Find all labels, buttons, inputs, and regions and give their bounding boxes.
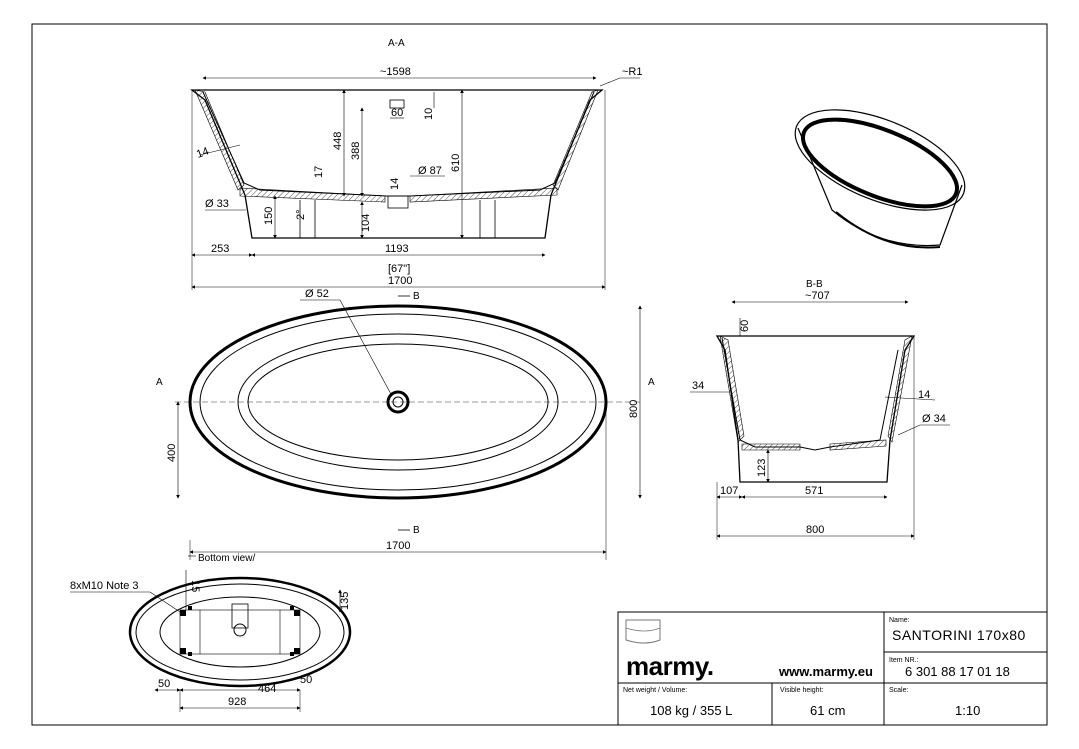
- dim-800-bb: 800: [806, 524, 824, 536]
- sheet-border: [31, 23, 1048, 726]
- dim-15: 15: [189, 580, 201, 592]
- section-a-marker-left: A: [156, 377, 163, 388]
- section-aa-label: A-A: [388, 38, 405, 49]
- height-value: 61 cm: [810, 703, 845, 718]
- dim-571: 571: [805, 485, 823, 497]
- dim-150: 150: [263, 207, 275, 225]
- dim-50-left: 50: [158, 678, 170, 690]
- dim-800-top: 800: [628, 400, 640, 418]
- top-view: Ø 52 B B A A 400 800 1700: [156, 288, 655, 560]
- dim-14-bb: 14: [918, 389, 930, 401]
- dim-diameter-87: Ø 87: [418, 165, 442, 177]
- dim-60-aa: 60: [391, 107, 403, 119]
- dim-14-wall: 14: [195, 145, 211, 160]
- section-b-marker-bottom: B: [413, 525, 420, 536]
- dim-707: ~707: [805, 290, 830, 302]
- section-aa-view: A-A ~1598 ~R1 60 10 448 388 610 17: [190, 38, 643, 290]
- dim-60-bb: 60: [739, 320, 751, 332]
- dim-10-aa: 10: [423, 108, 435, 120]
- bottom-view: Bottom view/ 8xM10 Note 3 15 135 50 464 …: [70, 553, 352, 712]
- height-label: Visible height:: [780, 687, 824, 694]
- dim-928: 928: [228, 696, 246, 708]
- dim-1700-top: 1700: [386, 540, 410, 552]
- bolt-note: 8xM10 Note 3: [70, 580, 138, 592]
- iso-view: [794, 109, 966, 249]
- dim-610: 610: [450, 154, 462, 172]
- dim-253: 253: [211, 243, 229, 255]
- scale-label: Scale:: [889, 687, 909, 694]
- title-block: marmy. www.marmy.eu Name: SANTORINI 170x…: [617, 611, 1048, 726]
- dim-diameter-34: Ø 34: [922, 413, 946, 425]
- dim-2deg: 2°: [295, 209, 307, 220]
- dim-123: 123: [756, 459, 768, 477]
- item-number: 6 301 88 17 01 18: [905, 664, 1010, 679]
- dim-17: 17: [313, 166, 325, 178]
- weight-value: 108 kg / 355 L: [650, 703, 732, 718]
- dim-34-wall: 34: [692, 380, 704, 392]
- dim-diameter-33: Ø 33: [205, 198, 229, 210]
- product-name: SANTORINI 170x80: [892, 627, 1026, 643]
- brand-name: marmy.: [626, 651, 714, 681]
- dim-400: 400: [166, 444, 178, 462]
- dim-1700-aa: 1700: [388, 275, 412, 287]
- section-bb-label: B-B: [806, 279, 823, 290]
- item-label: Item NR.:: [889, 657, 919, 664]
- dim-388: 388: [350, 142, 362, 160]
- dim-107: 107: [720, 485, 738, 497]
- dim-14-drain: 14: [389, 178, 401, 190]
- dim-1193: 1193: [385, 243, 409, 255]
- weight-label: Net weight / Volume:: [623, 687, 687, 694]
- dim-50-right: 50: [300, 674, 312, 686]
- dim-radius: ~R1: [622, 66, 643, 78]
- dim-448: 448: [332, 132, 344, 150]
- section-b-marker-top: B: [413, 291, 420, 302]
- dim-diameter-52: Ø 52: [305, 288, 329, 300]
- section-bb-view: B-B ~707 60 34 14 Ø 34 123 107 571 800: [690, 279, 950, 540]
- website: www.marmy.eu: [778, 664, 873, 679]
- brand-logo-icon: [625, 619, 661, 644]
- section-a-marker-right: A: [648, 377, 655, 388]
- dim-104: 104: [360, 214, 372, 232]
- dim-67-inch: [67"]: [388, 263, 410, 275]
- dim-135: 135: [339, 592, 351, 610]
- dim-464: 464: [258, 683, 276, 695]
- name-label: Name:: [889, 617, 910, 624]
- dim-width-top: ~1598: [380, 66, 411, 78]
- bottom-view-label: Bottom view/: [198, 553, 255, 564]
- scale-value: 1:10: [955, 703, 980, 718]
